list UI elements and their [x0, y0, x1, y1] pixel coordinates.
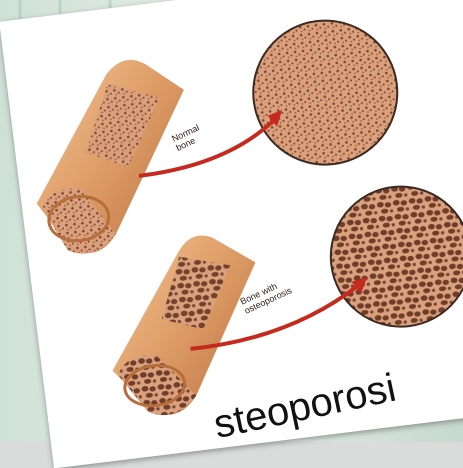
normal-bone: [21, 54, 203, 259]
normal-bone-magnified: [242, 9, 409, 176]
osteoporotic-bone-magnified: [317, 173, 463, 340]
osteoporotic-bone: [98, 229, 273, 421]
